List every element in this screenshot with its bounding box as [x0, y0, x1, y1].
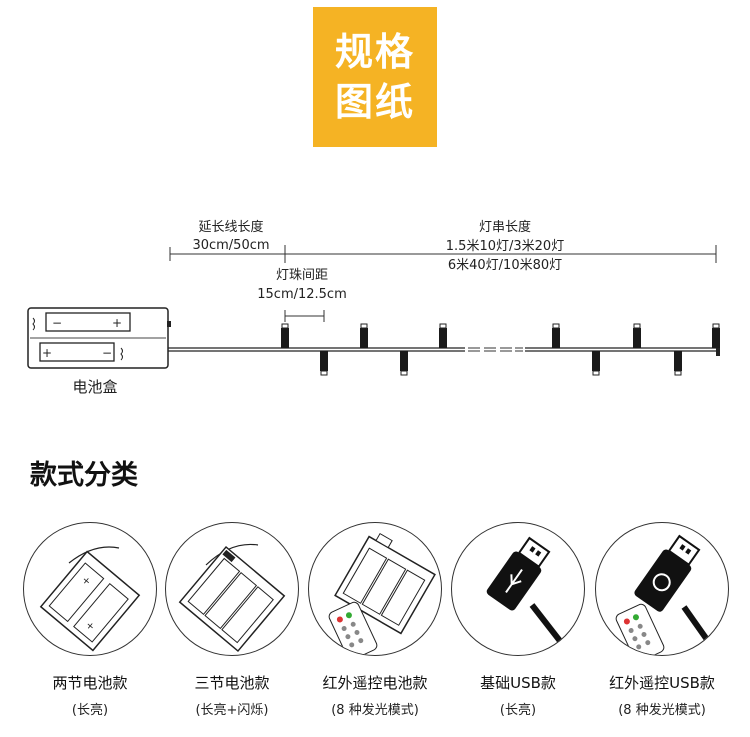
svg-text:−: −	[52, 316, 62, 330]
led-bulb-icon	[320, 351, 328, 376]
battery-box-label: 电池盒	[72, 378, 118, 396]
badge-line-1: 规格	[334, 30, 415, 74]
led-bulb-icon	[592, 351, 600, 376]
spec-drawing-badge: 规格 图纸	[313, 7, 437, 147]
usb-plug-icon	[451, 522, 585, 656]
badge-line-2: 图纸	[334, 80, 415, 124]
led-bulb-icon	[400, 351, 408, 376]
led-bulb-icon	[439, 323, 447, 348]
led-bulb-icon	[712, 323, 720, 348]
led-bulb-icon	[552, 323, 560, 348]
led-bulb-icon	[633, 323, 641, 348]
ir-remote-icon	[615, 603, 665, 655]
style-title: 基础USB款	[480, 674, 556, 692]
style-card-two-battery: + + 两节电池款 (长亮)	[23, 522, 157, 718]
bulb-markers	[281, 323, 720, 376]
style-subtitle: (长亮)	[499, 703, 537, 718]
style-card-three-battery: 三节电池款 (长亮+闪烁)	[165, 522, 299, 718]
string-length-value-line-1: 1.5米10灯/3米20灯	[445, 239, 565, 254]
section-title: 款式分类	[30, 460, 138, 491]
style-subtitle: (长亮+闪烁)	[195, 703, 269, 718]
style-title: 两节电池款	[52, 674, 128, 692]
string-light-dimension-diagram: − + + −	[27, 245, 720, 376]
style-title: 红外遥控电池款	[322, 674, 428, 692]
svg-text:+: +	[112, 316, 122, 330]
style-title: 三节电池款	[194, 674, 270, 692]
style-card-remote-battery: 红外遥控电池款 (8 种发光模式)	[308, 522, 442, 718]
remote-usb-plug-icon	[595, 522, 729, 656]
style-subtitle: (8 种发光模式)	[618, 703, 706, 718]
style-card-basic-usb: 基础USB款 (长亮)	[451, 522, 585, 718]
led-bulb-icon	[360, 323, 368, 348]
bulb-spacing-value: 15cm/12.5cm	[257, 287, 347, 302]
led-bulb-icon	[674, 351, 682, 376]
style-title: 红外遥控USB款	[609, 674, 715, 692]
bulb-spacing-label: 灯珠间距	[275, 268, 328, 283]
extension-length-value: 30cm/50cm	[192, 238, 270, 253]
battery-box-icon: − + + −	[27, 307, 171, 369]
led-bulb-icon	[281, 323, 289, 348]
three-battery-box-icon	[165, 522, 299, 656]
remote-battery-box-icon	[308, 522, 442, 656]
ir-remote-icon	[328, 601, 378, 655]
extension-length-label: 延长线长度	[198, 220, 264, 235]
style-subtitle: (长亮)	[71, 703, 109, 718]
svg-text:+: +	[42, 346, 52, 360]
style-subtitle: (8 种发光模式)	[331, 703, 419, 718]
two-battery-box-icon: + +	[23, 522, 157, 656]
svg-text:−: −	[102, 346, 112, 360]
style-card-remote-usb: 红外遥控USB款 (8 种发光模式)	[595, 522, 729, 718]
string-length-label: 灯串长度	[478, 220, 531, 235]
string-length-value-line-2: 6米40灯/10米80灯	[447, 258, 563, 273]
